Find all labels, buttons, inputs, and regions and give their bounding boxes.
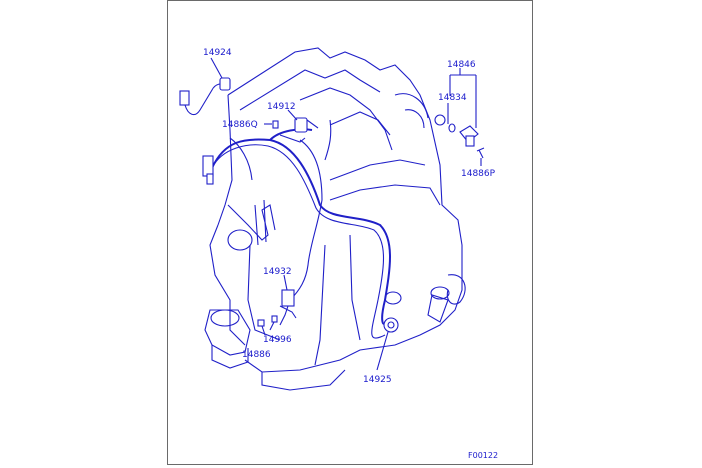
figure-code: F00122 (468, 451, 498, 460)
engine-outline (204, 47, 466, 391)
label-14932: 14932 (263, 267, 292, 277)
sensor-14924 (179, 77, 231, 116)
bolt-14996 (271, 315, 278, 323)
bolt-14886q (272, 120, 279, 129)
label-14886q: 14886Q (222, 120, 258, 130)
leader-lines (210, 57, 482, 371)
connector-left (202, 155, 214, 185)
label-14886p: 14886P (461, 169, 496, 179)
sensor-14834 (434, 114, 479, 147)
bolt-14886 (257, 319, 265, 327)
label-14846: 14846 (447, 60, 476, 70)
label-14912: 14912 (267, 102, 296, 112)
sensor-14912 (279, 117, 319, 143)
label-14924: 14924 (203, 48, 232, 58)
bolt-14886p (476, 147, 485, 159)
label-14834: 14834 (438, 93, 467, 103)
label-14886: 14886 (242, 350, 271, 360)
sensor-14925 (383, 317, 399, 333)
label-14996: 14996 (263, 335, 292, 345)
wiring-harness (211, 119, 391, 339)
sensor-14932 (279, 289, 297, 319)
label-14925: 14925 (363, 375, 392, 385)
